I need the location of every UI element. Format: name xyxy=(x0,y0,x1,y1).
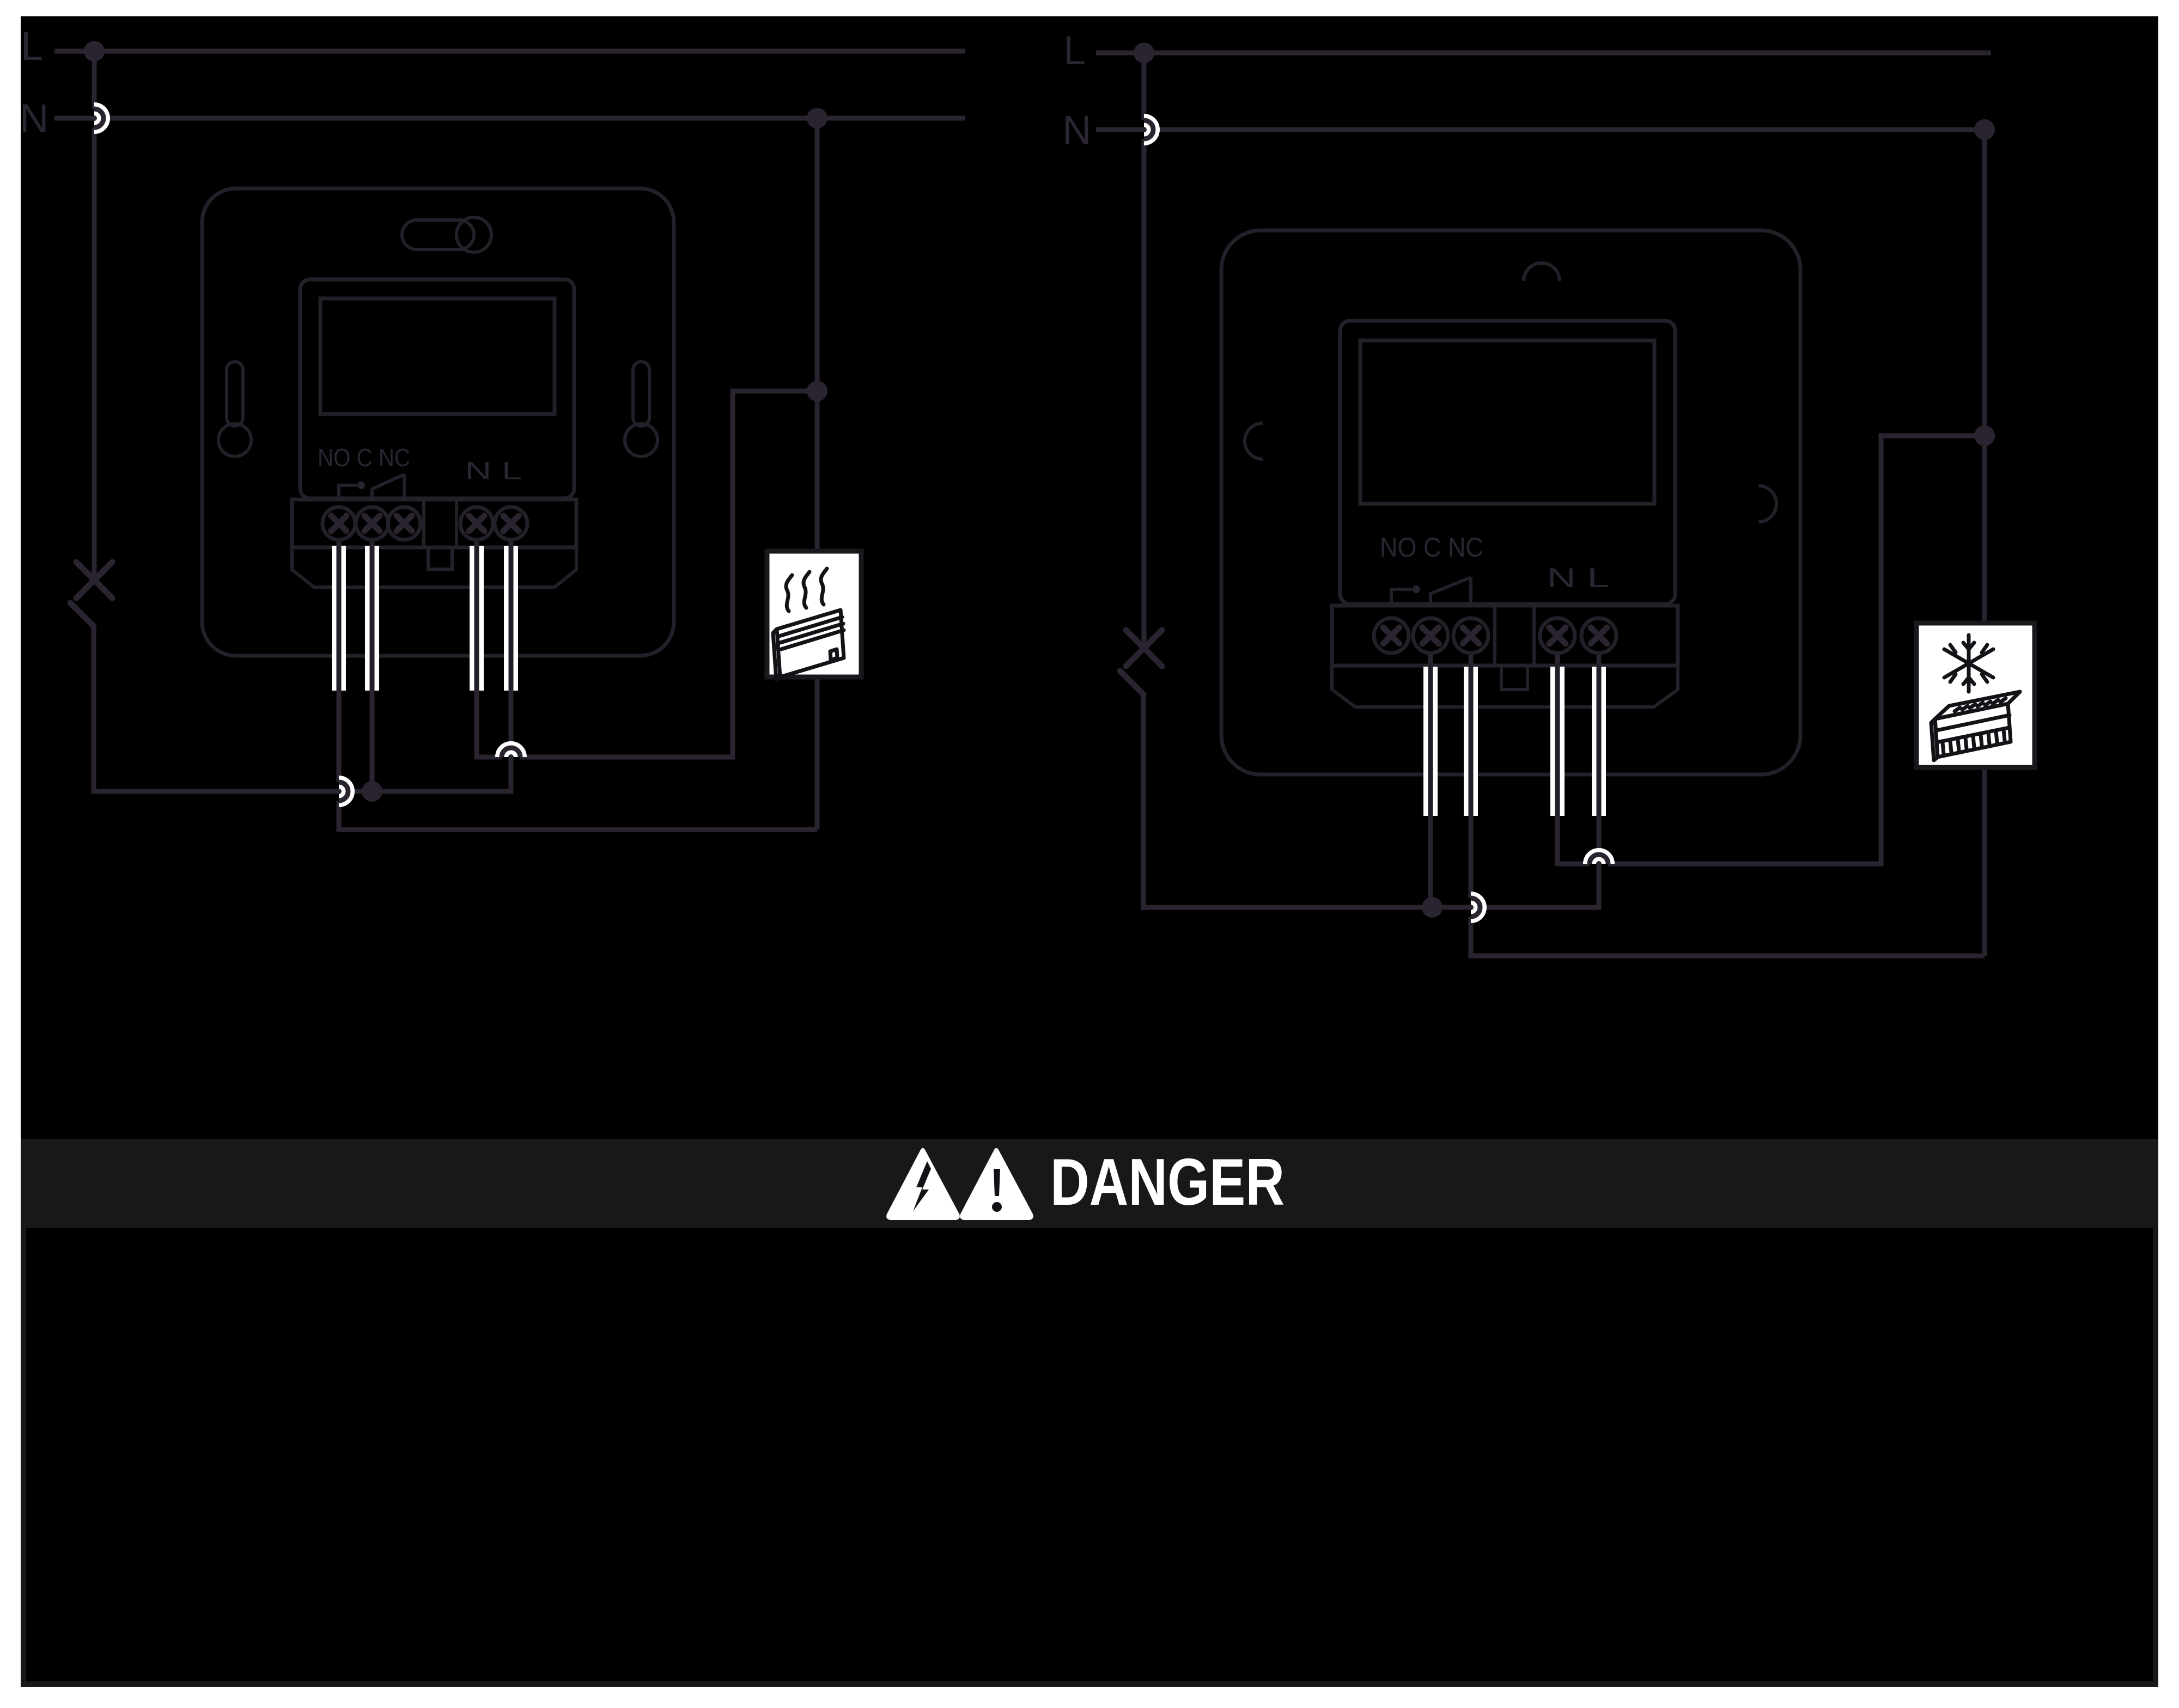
right-thermostat: NO C NC N L xyxy=(1219,228,1803,777)
relay-terminals-label: NO C NC xyxy=(318,443,410,472)
ac-load xyxy=(1914,620,2037,770)
relay-terminals-label: NO C NC xyxy=(1380,532,1483,563)
terminal-screws xyxy=(320,505,529,542)
air-conditioner-icon xyxy=(1929,633,2022,762)
terminal-divider xyxy=(1493,606,1536,666)
junction-dot xyxy=(1974,425,1995,446)
junction-dot xyxy=(1134,42,1154,63)
junction-dot xyxy=(1974,119,1995,140)
hop-icon xyxy=(94,106,106,130)
left-thermostat: NO C NC N L xyxy=(200,186,676,658)
left-switch-cross-icon xyxy=(73,559,115,601)
top-keyhole-slot xyxy=(400,218,476,251)
right-notch xyxy=(1758,484,1778,523)
right-neutral-label: N xyxy=(1062,107,1091,152)
screw-icon xyxy=(1538,616,1577,655)
left-keyhole-slot xyxy=(225,360,245,428)
left-notch xyxy=(1243,422,1263,461)
screw-icon xyxy=(1451,616,1490,655)
left-wiring-diagram: L N xyxy=(20,23,965,832)
top-notch xyxy=(1522,261,1561,282)
right-switch-arm xyxy=(1117,668,1147,698)
thermostat-faceplate xyxy=(1219,228,1803,777)
left-keyhole-hole xyxy=(217,422,253,458)
heater-load xyxy=(764,548,864,682)
junction-dot xyxy=(84,41,105,62)
general-warning-icon xyxy=(960,1148,1033,1220)
right-switch-cross-icon xyxy=(1123,627,1165,669)
right-sheathed-wires xyxy=(1423,667,1606,816)
junction-dot xyxy=(1422,897,1442,918)
top-keyhole-hole xyxy=(455,216,493,254)
danger-band xyxy=(21,1139,2158,1228)
power-terminals-label: N L xyxy=(465,456,522,485)
screw-icon xyxy=(1411,616,1450,655)
right-keyhole-slot xyxy=(631,360,651,428)
right-wiring-diagram: L N xyxy=(1062,28,2037,959)
hop-icon xyxy=(1470,895,1483,919)
right-live-label: L xyxy=(1063,28,1086,73)
thermostat-faceplate xyxy=(200,186,676,658)
relay-contact-icon xyxy=(1390,576,1472,603)
back-box-outline xyxy=(1330,666,1679,709)
relay-contact-icon xyxy=(337,473,406,497)
left-sheathed-wires xyxy=(332,546,518,691)
left-neutral-label: N xyxy=(20,96,48,141)
junction-dot xyxy=(362,781,382,802)
terminal-tab xyxy=(1500,664,1529,691)
load-box xyxy=(764,548,864,680)
screw-icon xyxy=(386,505,423,542)
terminal-screws xyxy=(1372,616,1618,655)
right-wire-hops xyxy=(1143,114,1615,923)
junction-dot xyxy=(807,381,827,401)
danger-banner: DANGER xyxy=(21,1139,2158,1228)
thermostat-screen xyxy=(1358,338,1657,506)
screw-icon xyxy=(1372,616,1411,655)
notes-panel xyxy=(21,1140,2158,1687)
left-switch-arm xyxy=(67,600,97,630)
left-live-label: L xyxy=(21,23,43,69)
back-box-outline xyxy=(290,547,578,589)
hop-icon xyxy=(338,779,351,803)
danger-label: DANGER xyxy=(1050,1145,1285,1219)
screw-icon xyxy=(1579,616,1618,655)
terminal-divider xyxy=(422,499,458,547)
hop-icon xyxy=(499,745,523,758)
left-wire-hops xyxy=(93,102,527,807)
electric-hazard-warning-icon xyxy=(886,1148,960,1220)
screw-icon xyxy=(492,505,529,542)
thermostat-screen xyxy=(318,296,557,416)
hop-icon xyxy=(1143,118,1156,142)
wire-segment xyxy=(1428,667,1602,816)
hop-icon xyxy=(1587,852,1611,864)
wire-segment xyxy=(336,546,514,691)
power-terminals-label: N L xyxy=(1547,563,1610,593)
heater-icon xyxy=(771,566,846,682)
junction-dot xyxy=(807,108,827,129)
right-keyhole-hole xyxy=(623,422,659,458)
terminal-tab xyxy=(427,546,454,571)
